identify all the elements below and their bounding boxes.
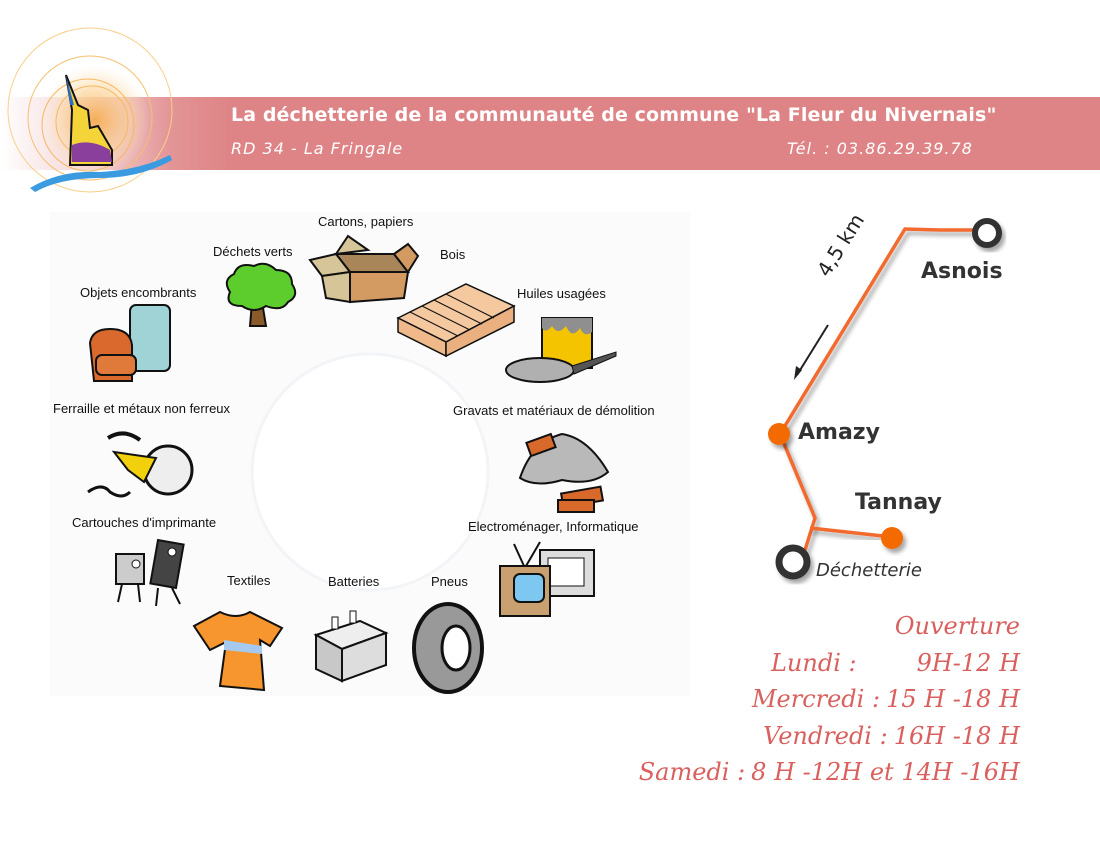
place-dechetterie: Déchetterie [816,560,922,581]
cardboard-box-icon [308,234,420,304]
ink-cartridge-icon [115,538,185,607]
category-label: Cartons, papiers [318,214,414,229]
node-dechetterie [775,544,811,580]
hours-row-vendredi: Vendredi :16H -18 H [639,718,1020,755]
category-label: Gravats et matériaux de démolition [453,403,655,418]
arrow-head-icon [794,366,802,380]
place-amazy: Amazy [798,420,880,445]
place-tannay: Tannay [855,490,942,515]
category-label: Electroménager, Informatique [468,519,639,534]
category-label: Cartouches d'imprimante [72,515,217,530]
time-range: 15 H -18 H [886,685,1020,713]
header-banner [0,97,1100,170]
bicycle-icon [87,431,194,498]
tree-icon [225,262,297,327]
day-label: Lundi : [770,648,857,677]
time-range: 16H -18 H [893,721,1020,750]
car-battery-icon [313,610,389,683]
category-label: Bois [440,247,466,262]
node-asnois [972,218,1002,248]
armchair-mattress-icon [88,304,171,382]
node-tannay [881,527,903,549]
day-label: Mercredi : [751,685,881,713]
direction-arrow [796,324,829,376]
rubble-bricks-icon [518,432,610,513]
address: RD 34 - La Fringale [231,139,404,158]
opening-hours-title: Ouverture [894,612,1020,640]
category-label: Textiles [227,573,271,588]
category-label: Batteries [328,574,380,589]
place-asnois: Asnois [921,259,1003,284]
route-map [768,218,1002,580]
tv-computer-icon [499,541,595,617]
day-label: Vendredi : [763,721,888,750]
category-label: Huiles usagées [517,286,606,301]
opening-hours: Ouverture Lundi : 9H-12 H Mercredi :15 H … [639,608,1020,791]
route-line [778,227,987,551]
oil-can-icon [505,317,617,383]
category-label: Ferraille et métaux non ferreux [53,401,231,416]
category-label: Objets encombrants [80,285,197,300]
hours-row-lundi: Lundi : 9H-12 H [639,645,1020,682]
hours-row-samedi: Samedi :8 H -12H et 14H -16H [639,754,1020,791]
route-branch-tannay [809,526,893,539]
tshirt-icon [192,610,284,692]
logo-church-sun-river [7,27,173,193]
wood-pallet-icon [396,283,516,358]
page-title: La déchetterie de la communauté de commu… [231,104,997,126]
hours-row-mercredi: Mercredi :15 H -18 H [639,681,1020,718]
category-label: Pneus [431,574,468,589]
time-range: 9H-12 H [916,648,1020,677]
tire-icon [412,602,484,694]
center-circle-decoration [250,352,490,592]
time-range: 8 H -12H et 14H -16H [751,758,1020,786]
phone-number: Tél. : 03.86.29.39.78 [787,139,973,158]
day-label: Samedi : [638,758,746,786]
node-amazy [768,423,790,445]
category-label: Déchets verts [213,244,293,259]
